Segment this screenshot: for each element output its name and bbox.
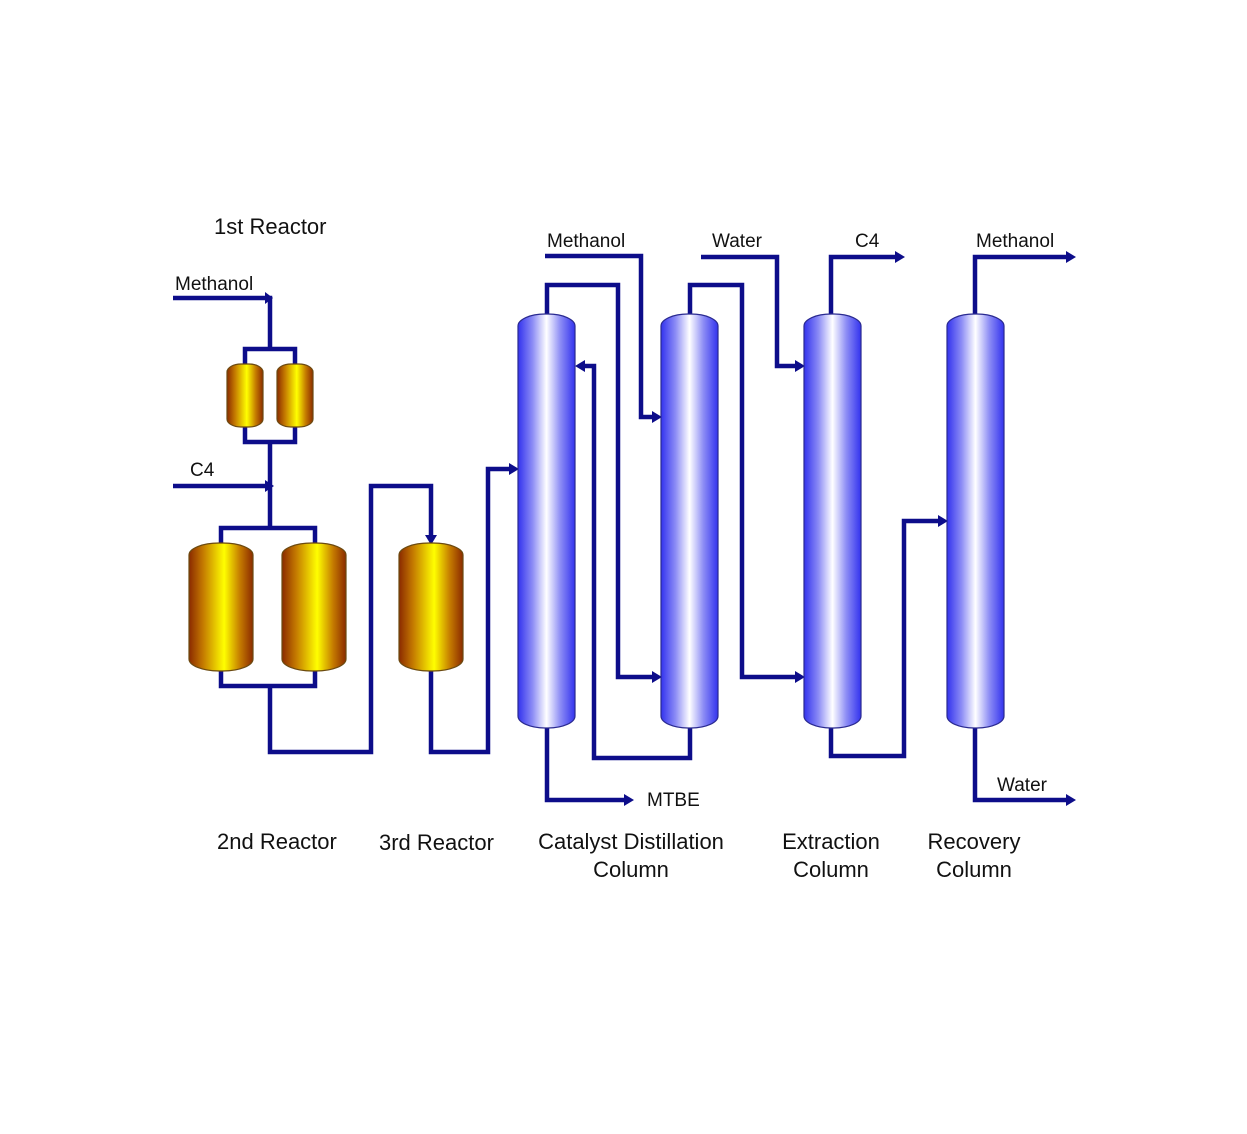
first-reactor (226, 363, 314, 428)
second-reactor-vessel-right (281, 542, 347, 672)
first-reactor-vessel-right (276, 363, 314, 428)
arrow-c4-feed (265, 480, 274, 492)
arrow-mtbe-product (624, 794, 634, 806)
first-reactor-vessel-left (226, 363, 264, 428)
pipe-c4-product (828, 254, 897, 318)
label-recovery-line2: Column (936, 857, 1012, 882)
secondary-distillation-column (660, 313, 719, 729)
arrowheads (265, 251, 1076, 806)
arrow-cd-column-feed (509, 463, 519, 475)
label-c4-product: C4 (855, 231, 880, 252)
third-reactor-vessel (398, 542, 464, 672)
label-second-reactor: 2nd Reactor (217, 829, 337, 854)
label-extraction-line1: Extraction (782, 829, 880, 854)
arrow-second-column-bottom (652, 671, 662, 683)
arrow-third-reactor-inlet (425, 535, 437, 545)
label-extraction-line2: Column (793, 857, 869, 882)
arrow-water-product (1066, 794, 1076, 806)
arrow-cd-column-recycle (575, 360, 585, 372)
label-third-reactor: 3rd Reactor (379, 830, 494, 855)
pipe-methanol-recovered (972, 254, 1068, 318)
arrow-methanol-feed-reactor (265, 292, 273, 304)
label-methanol-recovered: Methanol (976, 231, 1054, 252)
arrow-second-column-methanol (652, 411, 662, 423)
pipes (173, 253, 1068, 803)
label-water-product: Water (997, 775, 1048, 796)
pipe-second-column-top-to-extraction (687, 282, 797, 680)
pipe-water-product (972, 724, 1068, 803)
second-reactor (188, 542, 347, 672)
label-c4-feed: C4 (190, 460, 215, 481)
pipe-third-reactor-to-cd-column (428, 466, 510, 755)
pipe-methanol-feed-column (545, 253, 654, 420)
stream-labels: Methanol C4 Methanol Water C4 Methanol M… (175, 231, 1054, 811)
second-reactor-vessel-left (188, 542, 254, 672)
recovery-column (946, 313, 1005, 729)
pipe-water-feed-extraction (701, 254, 797, 369)
label-mtbe-product: MTBE (647, 790, 700, 811)
arrow-extraction-bottom (795, 671, 805, 683)
label-first-reactor: 1st Reactor (214, 214, 327, 239)
pipe-mtbe-product (544, 724, 626, 803)
label-methanol-feed-column: Methanol (547, 231, 625, 252)
columns (517, 313, 1005, 729)
label-recovery-line1: Recovery (928, 829, 1021, 854)
pipe-cd-top-to-second-column (544, 282, 654, 680)
pipe-methanol-feed-reactor (173, 295, 273, 349)
pipe-second-to-third-reactor (267, 483, 434, 755)
arrow-extraction-water (795, 360, 805, 372)
catalyst-distillation-column (517, 313, 576, 729)
extraction-column (803, 313, 862, 729)
label-catalyst-distillation-line2: Column (593, 857, 669, 882)
third-reactor (398, 542, 464, 672)
pipe-second-column-recycle (582, 363, 693, 761)
unit-labels: 1st Reactor 2nd Reactor 3rd Reactor Cata… (214, 214, 1020, 882)
label-methanol-feed-reactor: Methanol (175, 274, 253, 295)
label-water-feed-extraction: Water (712, 231, 763, 252)
pipe-extraction-to-recovery (828, 518, 940, 759)
arrow-methanol-recovered (1066, 251, 1076, 263)
arrow-c4-product (895, 251, 905, 263)
arrow-recovery-feed (938, 515, 948, 527)
label-catalyst-distillation-line1: Catalyst Distillation (538, 829, 724, 854)
